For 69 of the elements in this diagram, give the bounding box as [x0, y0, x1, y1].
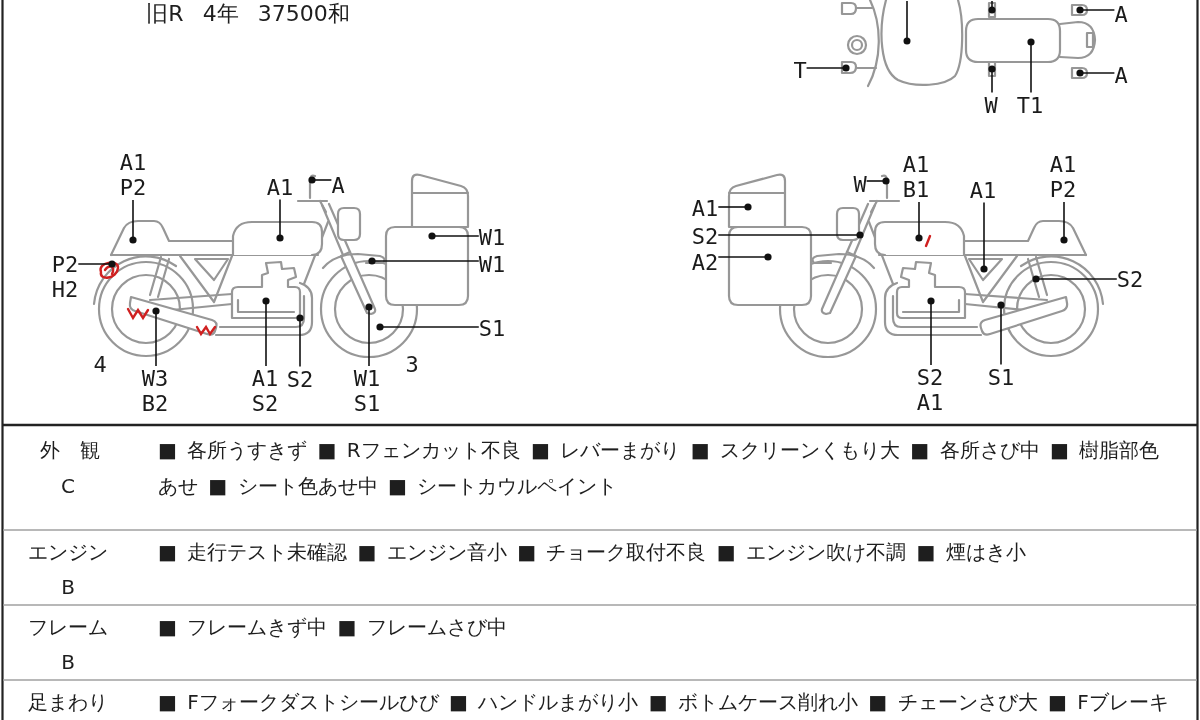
leader-line — [262, 297, 270, 367]
damage-code: W1 — [478, 251, 506, 277]
damage-code: A1 B1 — [902, 152, 930, 202]
damage-code: W1 — [478, 224, 506, 250]
damage-code: A1 — [691, 195, 719, 221]
damage-code: S2 A1 — [916, 365, 944, 415]
callout-number: 4 — [93, 351, 107, 377]
leader-line — [1027, 38, 1035, 94]
leader-line — [988, 65, 996, 94]
callout-number: 3 — [405, 351, 419, 377]
remarks-text: ■ Fフォークダストシールひび ■ ハンドルまがり小 ■ ボトムケース削れ小 ■ チェーンさび大 ■ Fブレーキ — [158, 689, 1170, 716]
leader-line — [77, 260, 116, 268]
vehicle-info-text: 旧R 4年 37500和 — [146, 1, 350, 27]
motorcycle-side-view — [92, 173, 470, 358]
leader-line — [368, 257, 480, 265]
damage-code: A — [331, 172, 345, 198]
damage-code: T — [793, 57, 807, 83]
damage-code: A1 P2 — [1049, 152, 1077, 202]
motorcycle-top-view — [840, 0, 1097, 88]
leader-line — [428, 232, 480, 240]
leader-line — [717, 203, 752, 211]
damage-code: A1 S2 — [251, 366, 279, 416]
leader-line — [980, 201, 988, 273]
leader-line — [717, 231, 864, 239]
damage-code: T1 — [1016, 92, 1044, 118]
leader-line — [915, 201, 923, 242]
damage-code: A1 — [969, 177, 997, 203]
leader-line — [1076, 6, 1116, 14]
damage-code: W1 S1 — [353, 366, 381, 416]
leader-line — [296, 314, 304, 368]
leader-line — [365, 303, 373, 367]
damage-code: A1 P2 — [119, 150, 147, 200]
damage-code: S1 — [987, 364, 1015, 390]
leader-line — [717, 253, 772, 261]
damage-code: A2 — [691, 249, 719, 275]
leader-line — [152, 307, 160, 367]
category-label: 足まわり — [28, 689, 108, 715]
damage-code: P2 H2 — [51, 252, 79, 302]
damage-code: A1 — [266, 174, 294, 200]
motorcycle-side-view — [727, 173, 1105, 358]
damage-code: W — [984, 92, 998, 118]
leader-line — [1076, 69, 1116, 77]
damage-code: S1 — [478, 315, 506, 341]
leader-line — [865, 177, 890, 185]
damage-code: W3 B2 — [141, 366, 169, 416]
damage-code: A — [1114, 1, 1128, 27]
remarks-text: ■ 各所うすきず ■ Rフェンカット不良 ■ レバーまがり ■ スクリーンくもり大 ■ 各所さび中 ■ 樹脂部色あせ ■ シート色あせ中 ■ シートカウルペイント — [158, 437, 1161, 500]
grade-label: C — [61, 473, 75, 499]
leader-line — [376, 323, 480, 331]
leader-line — [1032, 275, 1118, 283]
damage-code: S2 — [1116, 266, 1144, 292]
leader-line — [805, 64, 850, 72]
damage-code: S2 — [286, 366, 314, 392]
leader-line — [308, 176, 333, 184]
category-label: エンジン — [28, 539, 108, 565]
category-label: フレーム — [28, 614, 108, 640]
remarks-text: ■ 走行テスト未確認 ■ エンジン音小 ■ チョーク取付不良 ■ エンジン吹け不調 ■ 煙はき小 — [158, 539, 1027, 566]
damage-code: A — [1114, 62, 1128, 88]
grade-label: B — [61, 649, 75, 675]
leader-line — [1060, 201, 1068, 244]
category-label: 外 観 — [40, 437, 100, 463]
leader-line — [927, 297, 935, 366]
leader-line — [276, 198, 284, 242]
leader-line — [997, 301, 1005, 366]
damage-code: S2 — [691, 223, 719, 249]
leader-line — [129, 199, 137, 244]
grade-label: B — [61, 574, 75, 600]
damage-code: W — [853, 171, 867, 197]
remarks-text: ■ フレームきず中 ■ フレームさび中 — [158, 614, 508, 641]
